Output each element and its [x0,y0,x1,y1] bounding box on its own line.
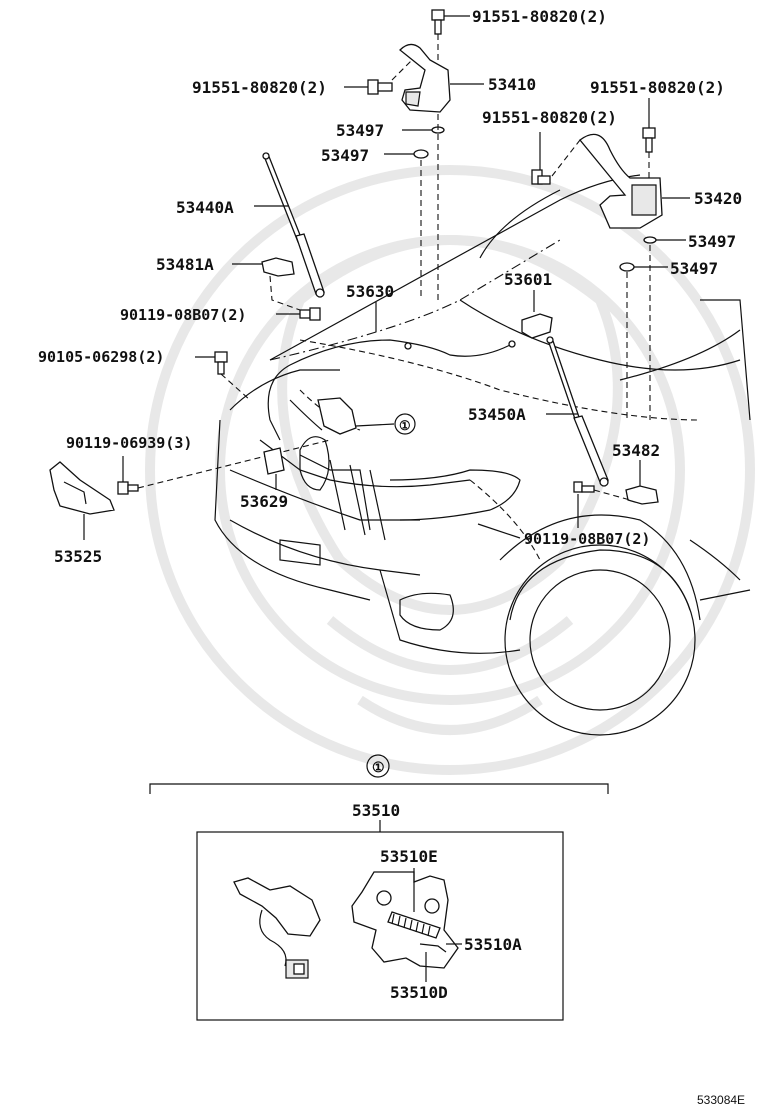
label-cushion-4: 53497 [670,259,718,278]
stay-bracket-rh-icon [625,485,659,505]
label-bolt-right-mid: 91551-80820(2) [482,108,617,127]
label-support: 53629 [240,492,288,511]
label-detail-callout: ① [372,760,385,776]
label-lock-sub-a: 53510A [464,935,522,954]
label-bracket-lh: 53481A [156,255,214,274]
label-cushion-1: 53497 [336,121,384,140]
label-cushion-2: 53497 [321,146,369,165]
lock-protector-icon [49,461,115,515]
vehicle-body [214,174,751,736]
label-bolt-stay-rh: 90119-08B07(2) [524,530,650,548]
stay-bracket-lh-icon [261,257,295,277]
label-protector: 53525 [54,547,102,566]
hood-stay-lh-icon [262,152,325,298]
bolt-left-icon [367,79,393,95]
cushion-4-icon [619,262,635,272]
label-bolt-right-top: 91551-80820(2) [590,78,725,97]
label-hinge-rh: 53420 [694,189,742,208]
label-bolt-left: 91551-80820(2) [192,78,327,97]
cushion-2-icon [413,149,429,159]
label-cable: 53630 [346,282,394,301]
label-lock-sub-d: 53510D [390,983,448,1002]
lock-plate-detail-icon [351,871,459,969]
hood-stay-rh-icon [546,336,609,487]
label-stay-lh: 53440A [176,198,234,217]
label-lock-callout: ① [399,419,411,434]
release-lever-icon [521,313,553,339]
label-bolt-stay-lh: 90119-08B07(2) [120,306,246,324]
detail-callout-circle [366,754,390,778]
label-bolt-top: 91551-80820(2) [472,7,607,26]
label-lock-sub-e: 53510E [380,847,438,866]
hood-lock-detail-icon [233,877,321,979]
bolt-stay-lh-icon [299,307,321,321]
bolt-right-mid-icon [531,169,551,185]
detail-frame [196,831,564,1021]
label-stay-rh: 53450A [468,405,526,424]
hood-lock-installed-icon [289,397,357,435]
label-bolt-lock: 90119-06939(3) [66,434,192,452]
label-screw-support: 90105-06298(2) [38,348,164,366]
label-bracket-rh: 53482 [612,441,660,460]
hood-hinge-lh-icon [399,43,451,113]
cushion-3-icon [643,236,657,244]
hood-hinge-rh-icon [579,133,663,229]
callout-circle [394,413,416,435]
bolt-stay-rh-icon [573,481,595,493]
label-lever: 53601 [504,270,552,289]
watermark-emblem [145,165,755,775]
label-cushion-3: 53497 [688,232,736,251]
bolt-top-icon [431,9,445,35]
lock-support-icon [263,447,285,475]
label-hinge-lh: 53410 [488,75,536,94]
bolt-lock-icon [117,481,139,495]
screw-support-icon [214,351,228,375]
label-lock-assy: 53510 [352,801,400,820]
bolt-right-top-icon [642,127,656,153]
figure-reference: 533084E [697,1093,745,1107]
detail-bracket [149,783,609,794]
release-cable-icon [267,339,516,441]
